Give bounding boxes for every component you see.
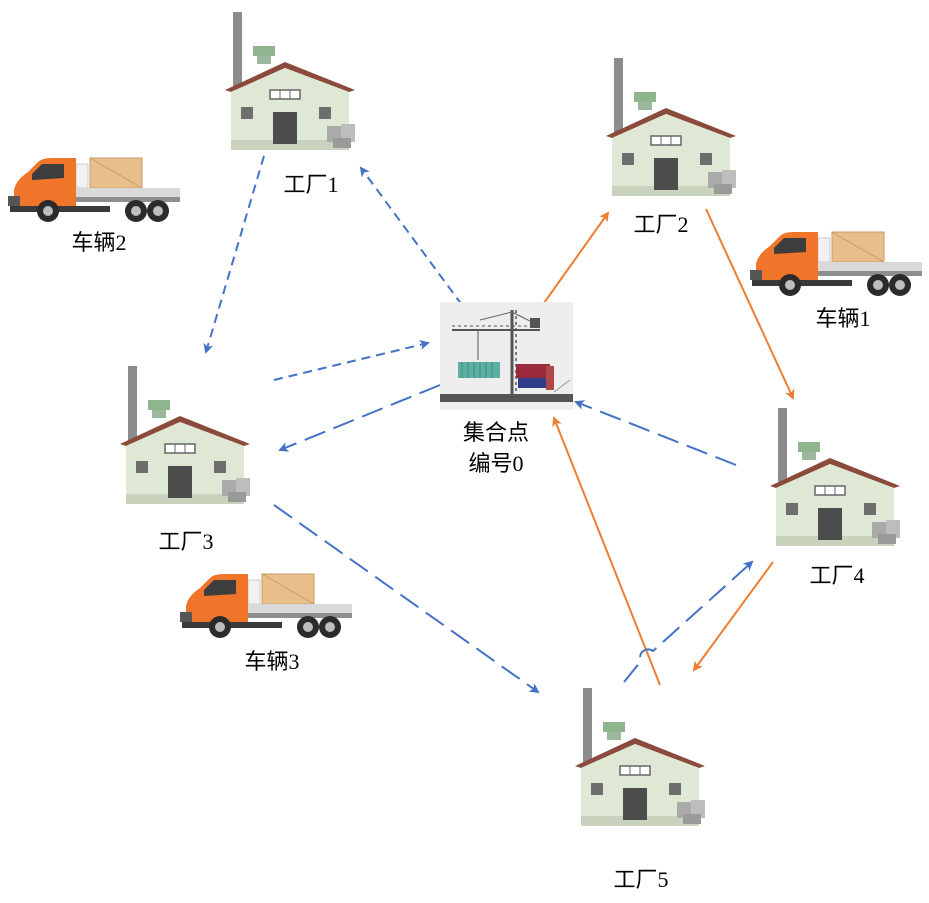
truck-icon bbox=[749, 231, 923, 297]
route-hub-to-f2 bbox=[543, 211, 610, 304]
vehicle-3: 车辆3 bbox=[179, 573, 353, 674]
factory-node-3: 工厂3 bbox=[119, 365, 251, 554]
factory-icon bbox=[605, 57, 737, 197]
vehicle-2: 车辆2 bbox=[7, 157, 181, 255]
vehicle-label: 车辆3 bbox=[244, 649, 299, 674]
vehicle-label: 车辆2 bbox=[71, 230, 126, 255]
factory-icon bbox=[574, 687, 706, 827]
factory-icon bbox=[119, 365, 251, 505]
route-f2-to-f4 bbox=[705, 208, 795, 400]
factory-node-1: 工厂1 bbox=[224, 11, 356, 197]
port-crane-icon bbox=[440, 302, 573, 410]
route-f5-to-f4 bbox=[623, 560, 754, 683]
factory-label: 工厂1 bbox=[283, 172, 338, 197]
factory-node-5: 工厂5 bbox=[574, 687, 706, 892]
factory-label: 工厂2 bbox=[633, 212, 688, 237]
factory-icon bbox=[769, 407, 901, 547]
vehicle-1: 车辆1 bbox=[749, 231, 923, 331]
hub-node: 集合点 编号0 bbox=[440, 302, 573, 476]
routes bbox=[203, 155, 795, 694]
factory-label: 工厂5 bbox=[613, 867, 668, 892]
hub-label-line1: 集合点 bbox=[463, 420, 529, 445]
factory-label: 工厂4 bbox=[809, 563, 864, 588]
truck-icon bbox=[179, 573, 353, 639]
factory-node-4: 工厂4 bbox=[769, 407, 901, 588]
route-f1-to-f3 bbox=[203, 155, 265, 354]
vehicle-label: 车辆1 bbox=[815, 306, 870, 331]
route-hub-to-f1 bbox=[359, 166, 463, 306]
route-f5-to-hub bbox=[552, 416, 661, 686]
hub-label-line2: 编号0 bbox=[468, 451, 523, 476]
truck-icon bbox=[7, 157, 181, 223]
route-f3-to-f5 bbox=[273, 504, 540, 694]
factory-label: 工厂3 bbox=[158, 529, 213, 554]
route-f4-to-hub bbox=[574, 400, 737, 466]
route-hub-to-f3 bbox=[278, 384, 441, 452]
route-f4-to-f5 bbox=[692, 561, 774, 672]
route-f3-to-hub bbox=[273, 340, 430, 381]
factory-icon bbox=[224, 11, 356, 151]
factory-node-2: 工厂2 bbox=[605, 57, 737, 237]
